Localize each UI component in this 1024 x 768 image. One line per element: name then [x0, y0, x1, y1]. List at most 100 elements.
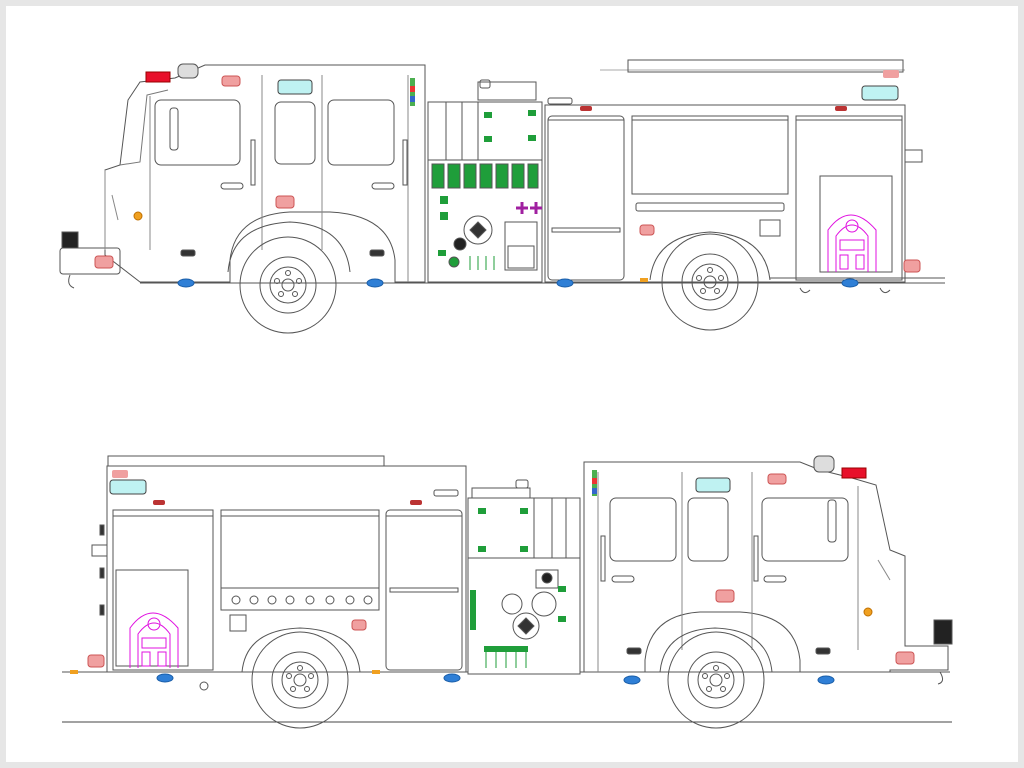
marker-light-blue — [841, 278, 859, 288]
scene-light — [221, 75, 241, 87]
cab-window-rear — [609, 497, 677, 562]
roof-window-light — [695, 477, 731, 493]
siren-speaker — [61, 231, 79, 249]
step-light — [369, 249, 385, 257]
grab-handle — [402, 139, 408, 186]
pump-gauge — [512, 612, 540, 640]
front-wheel — [667, 631, 765, 729]
body — [70, 455, 467, 691]
scene-light — [767, 473, 787, 485]
grab-handle — [250, 139, 256, 186]
cab-window-mid — [687, 497, 729, 562]
step-light — [815, 647, 831, 655]
side-light — [639, 224, 655, 236]
hose-connection — [759, 219, 781, 237]
pump-control-knob — [453, 237, 467, 251]
scene-light-rear — [861, 85, 899, 101]
grab-handle — [600, 535, 606, 582]
step-light — [180, 249, 196, 257]
rear-compartment-panel — [819, 175, 893, 273]
pump-compartment — [504, 221, 538, 271]
light-bar — [177, 63, 199, 79]
side-light — [895, 651, 915, 665]
mirror — [827, 499, 837, 543]
warning-light-red — [841, 467, 867, 479]
compartment-light — [835, 106, 847, 111]
compartment-door — [795, 115, 903, 281]
driver-side-view — [59, 59, 945, 334]
side-light — [903, 259, 921, 273]
officer-side-view — [62, 455, 953, 729]
pump-gauge — [501, 593, 523, 615]
pump-panel-top — [471, 487, 531, 499]
rear-wheel — [251, 631, 349, 729]
compartment-door — [547, 115, 625, 281]
door-handle — [611, 575, 635, 583]
warning-light-rear — [112, 470, 128, 478]
cab — [583, 455, 953, 685]
rear-compartment-panel — [115, 569, 189, 667]
mirror — [169, 107, 179, 151]
warning-light-red — [145, 71, 171, 83]
truck-elevation-drawing — [59, 59, 953, 729]
marker-light-blue — [443, 673, 461, 683]
marker-light-blue — [156, 673, 174, 683]
drawing-sheet — [6, 6, 1018, 762]
marker-light-blue — [817, 675, 835, 685]
pump-gauge — [463, 215, 493, 245]
hose-bed-cover — [107, 455, 385, 467]
compartment-light — [153, 500, 165, 505]
marker-light-blue — [556, 278, 574, 288]
compartment-door — [112, 509, 214, 671]
emblem-logo — [129, 612, 179, 668]
emblem-logo — [827, 214, 877, 272]
pump-display — [535, 569, 559, 589]
pump-panel-top — [477, 81, 537, 101]
tow-eye — [199, 681, 209, 691]
compartment-door — [631, 115, 789, 195]
warning-light-rear — [883, 70, 899, 78]
frame-rail — [140, 69, 945, 284]
rub-rail — [635, 202, 785, 212]
discharge-gauge-row — [431, 163, 539, 189]
grab-rail — [547, 97, 573, 105]
marker-light-amber — [133, 211, 143, 221]
grab-handle — [753, 535, 759, 582]
pump-panel — [427, 79, 543, 283]
pump-panel — [467, 479, 581, 675]
marker-light-amber — [863, 607, 873, 617]
compartment-door — [385, 509, 463, 671]
side-light — [94, 255, 114, 269]
marker-light-blue — [623, 675, 641, 685]
cab — [59, 63, 426, 289]
cab-window-front — [761, 497, 849, 562]
cab-window-rear — [327, 99, 395, 166]
front-wheel — [239, 236, 337, 334]
side-light — [87, 654, 105, 668]
front-bumper — [59, 247, 121, 275]
side-light — [275, 195, 295, 209]
rear-wheel — [661, 233, 759, 331]
pump-gauge — [531, 591, 557, 617]
tool-mount-row — [220, 587, 380, 611]
compartment-light — [410, 500, 422, 505]
step-light — [626, 647, 642, 655]
hose-connection — [229, 614, 247, 632]
door-handle — [220, 182, 244, 190]
intake-valves — [485, 652, 527, 668]
side-light — [351, 619, 367, 631]
door-handle — [763, 575, 787, 583]
roof-window-light — [277, 79, 313, 95]
door-handle — [371, 182, 395, 190]
tool-mounts — [231, 595, 373, 605]
compartment-light — [580, 106, 592, 111]
hose-bed-cover — [627, 59, 904, 73]
scene-light-rear — [109, 479, 147, 495]
grab-rail — [433, 489, 459, 497]
body — [544, 59, 923, 294]
side-light — [715, 589, 735, 603]
marker-light-blue — [177, 278, 195, 288]
compartment-door — [220, 509, 380, 589]
marker-light-blue — [366, 278, 384, 288]
cab-window-front — [154, 99, 241, 166]
